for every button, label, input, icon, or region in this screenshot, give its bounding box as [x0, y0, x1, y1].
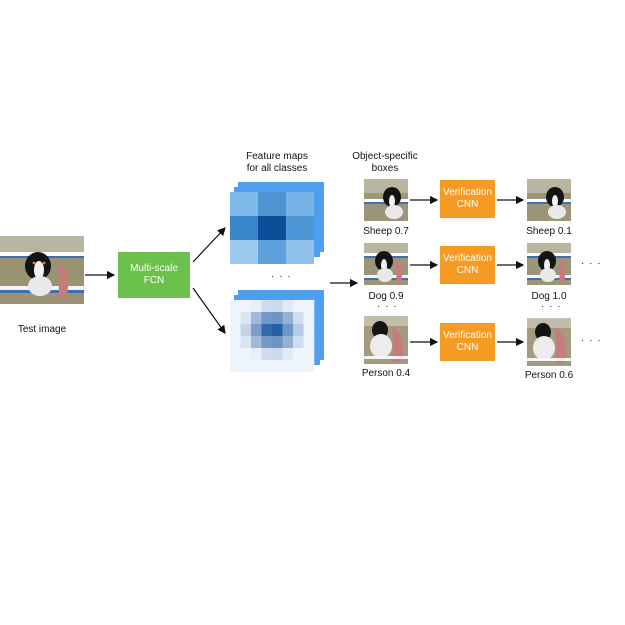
boxes-header-line1: Object-specific	[352, 151, 418, 162]
row3-output-label: Person 0.6	[524, 370, 574, 381]
heatmap-cell	[230, 312, 241, 325]
heatmap-cell	[272, 360, 283, 373]
verification-cnn-box-row2: Verification CNN	[440, 246, 495, 284]
row1-input-label: Sheep 0.7	[363, 226, 409, 237]
heatmap-cell	[251, 324, 262, 337]
feature-map-stack-bottom	[230, 290, 324, 373]
heatmap-cell	[230, 324, 241, 337]
verification-cnn-box-row3: Verification CNN	[440, 323, 495, 361]
feature-maps-title-line1: Feature maps	[246, 151, 308, 162]
fcn-label-line2: FCN	[143, 275, 165, 286]
heatmap-cell	[251, 312, 262, 325]
feature-maps-ellipsis: · · ·	[271, 271, 292, 282]
heatmap-cell	[293, 360, 304, 373]
crop-thumb-dog-out	[527, 243, 571, 285]
heatmap-cell	[240, 360, 252, 373]
row2-output-label: Dog 1.0	[531, 291, 567, 302]
heatmap-cell	[282, 348, 294, 361]
row2-tail-ellipsis: · · ·	[581, 258, 602, 269]
heatmap-cell	[261, 360, 273, 373]
heatmap-cell	[282, 324, 294, 337]
heatmap-cell	[240, 348, 252, 361]
heatmap-cell	[261, 300, 273, 313]
heatmap-cell	[261, 324, 273, 337]
row2-input-label: Dog 0.9	[368, 291, 404, 302]
arrow-fcn-to-map-top	[192, 227, 226, 263]
test-image	[0, 236, 84, 304]
heatmap-cell	[303, 360, 315, 373]
heatmap-cell	[230, 336, 241, 349]
heatmap-cell	[303, 300, 315, 313]
verify2-label-line1: Verification	[443, 253, 492, 264]
row3-input-label: Person 0.4	[361, 368, 411, 379]
heatmap-cell	[303, 324, 315, 337]
heatmap-cell	[272, 312, 283, 325]
heatmap-cell	[261, 336, 273, 349]
heatmap-cell	[251, 360, 262, 373]
heatmap-cell	[261, 348, 273, 361]
heatmap-cell	[272, 348, 283, 361]
heatmap-cell	[261, 312, 273, 325]
crop-thumb-sheep	[364, 179, 408, 221]
heatmap-cell	[282, 312, 294, 325]
gap-ellipsis-left: · · ·	[377, 301, 398, 312]
verification-cnn-box-row1: Verification CNN	[440, 180, 495, 218]
heatmap-cell	[282, 360, 294, 373]
fcn-box: Multi-scale FCN	[118, 252, 190, 298]
heatmap-cell	[293, 300, 304, 313]
test-image-caption: Test image	[17, 324, 67, 335]
heatmap-cell	[251, 348, 262, 361]
heatmap-cell	[240, 312, 252, 325]
heatmap-cell	[251, 336, 262, 349]
fcn-label-line1: Multi-scale	[130, 263, 178, 274]
heatmap-cell	[303, 336, 315, 349]
verify1-label-line1: Verification	[443, 187, 492, 198]
heatmap-cell	[303, 312, 315, 325]
heatmap-cell	[240, 336, 252, 349]
feature-maps-title-line2: for all classes	[246, 163, 308, 174]
heatmap-cell	[272, 300, 283, 313]
boxes-header-line2: boxes	[371, 163, 399, 174]
row3-tail-ellipsis: · · ·	[581, 335, 602, 346]
heatmap-cell	[230, 300, 241, 313]
heatmap-cell	[293, 324, 304, 337]
row1-output-label: Sheep 0.1	[526, 226, 572, 237]
heatmap-cell	[230, 360, 241, 373]
heatmap-cell	[240, 300, 252, 313]
heatmap-cell	[272, 324, 283, 337]
heatmap-cell	[282, 300, 294, 313]
heatmap-cell	[251, 300, 262, 313]
verify3-label-line1: Verification	[443, 330, 492, 341]
heatmap-cell	[303, 348, 315, 361]
crop-thumb-sheep-out	[527, 179, 571, 221]
heatmap-cell	[293, 312, 304, 325]
heatmap-cell	[293, 336, 304, 349]
arrow-fcn-to-map-bottom	[192, 287, 226, 334]
verify3-label-line2: CNN	[456, 342, 479, 353]
crop-thumb-person	[364, 316, 408, 364]
heatmap-cell	[240, 324, 252, 337]
heatmap-cell	[293, 348, 304, 361]
heatmap-cell	[272, 336, 283, 349]
verify1-label-line2: CNN	[456, 199, 479, 210]
crop-thumb-person-out	[527, 318, 571, 366]
gap-ellipsis-right: · · ·	[541, 301, 562, 312]
heatmap-cell	[282, 336, 294, 349]
crop-thumb-dog	[364, 243, 408, 285]
verify2-label-line2: CNN	[456, 265, 479, 276]
heatmap-cell	[230, 348, 241, 361]
feature-map-stack-top	[230, 182, 324, 264]
